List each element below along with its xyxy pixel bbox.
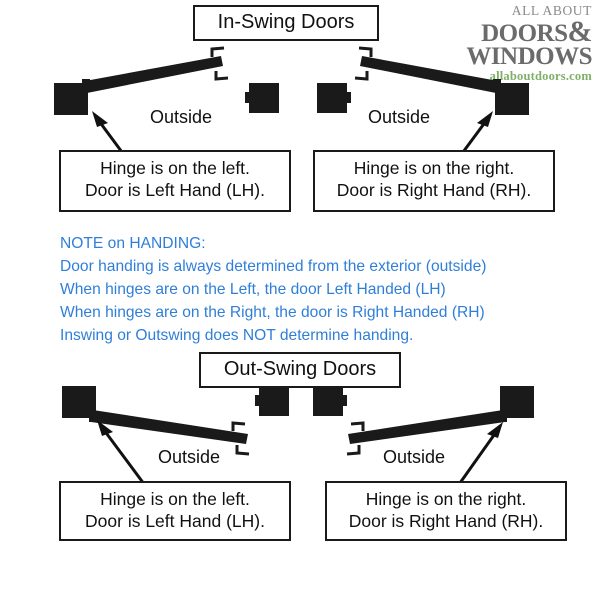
logo-website: allaboutdoors.com xyxy=(489,68,592,83)
caption-box-in-swing-right: Hinge is on the right. Door is Right Han… xyxy=(313,150,555,212)
caption-line-1: Hinge is on the left. xyxy=(100,489,250,509)
note-line-3: When hinges are on the Right, the door i… xyxy=(60,303,485,321)
strike-jamb-block-right xyxy=(313,386,343,416)
strike-jamb-block-left xyxy=(249,83,279,113)
strike-notch-right xyxy=(346,92,351,103)
hinge-pivot-left xyxy=(82,79,90,87)
in-swing-right-door xyxy=(354,46,529,115)
note-line-4: Inswing or Outswing does NOT determine h… xyxy=(60,326,414,344)
hinge-pivot-right xyxy=(493,79,501,87)
out-swing-right-door xyxy=(346,386,534,456)
logo-line-windows: WINDOWS xyxy=(466,42,592,70)
hinge-jamb-block-left xyxy=(54,83,88,115)
caption-line-2: Door is Left Hand (LH). xyxy=(85,511,265,532)
note-line-1: Door handing is always determined from t… xyxy=(60,257,487,275)
strike-jamb-blocks-in-swing xyxy=(245,83,351,113)
logo-line-all-about: ALL ABOUT xyxy=(511,3,592,18)
in-swing-left-door xyxy=(54,46,229,115)
out-swing-right-arrow xyxy=(453,422,503,491)
caption-line-2: Door is Right Hand (RH). xyxy=(336,180,532,201)
outside-label-in-swing-right: Outside xyxy=(368,107,431,127)
door-handle-left xyxy=(210,46,229,81)
out-swing-door-graphics xyxy=(62,386,534,491)
hinge-pivot-right xyxy=(499,414,507,422)
strike-notch-right xyxy=(342,395,347,406)
brand-logo: ALL ABOUT DOORS& WINDOWS allaboutdoors.c… xyxy=(442,4,592,82)
hinge-jamb-block-right xyxy=(500,386,534,418)
ampersand-glyph: & xyxy=(567,14,593,48)
caption-line-1: Hinge is on the right. xyxy=(365,489,527,509)
door-handle-right xyxy=(354,46,373,81)
strike-jamb-block-left xyxy=(259,386,289,416)
caption-line-1: Hinge is on the right. xyxy=(353,158,515,178)
door-panel-left xyxy=(91,410,248,444)
caption-box-out-swing-left: Hinge is on the left. Door is Left Hand … xyxy=(59,481,291,541)
caption-box-out-swing-right: Hinge is on the right. Door is Right Han… xyxy=(325,481,567,541)
door-handle-left xyxy=(231,421,250,456)
handing-note-block: NOTE on HANDING: Door handing is always … xyxy=(60,233,486,348)
caption-line-2: Door is Left Hand (LH). xyxy=(85,180,265,201)
section-title-out-swing: Out-Swing Doors xyxy=(199,352,401,388)
caption-box-in-swing-left: Hinge is on the left. Door is Left Hand … xyxy=(59,150,291,212)
door-handle-right xyxy=(346,421,365,456)
door-panel-left xyxy=(85,56,223,93)
hinge-jamb-block-left xyxy=(62,386,96,418)
outside-label-in-swing-left: Outside xyxy=(150,107,213,127)
section-title-in-swing: In-Swing Doors xyxy=(193,5,379,41)
hinge-pivot-left xyxy=(89,414,97,422)
out-swing-left-arrow xyxy=(97,420,149,489)
note-heading: NOTE on HANDING: xyxy=(60,235,206,252)
door-panel-right xyxy=(360,56,498,93)
door-panel-right xyxy=(348,410,505,444)
hinge-jamb-block-right xyxy=(495,83,529,115)
note-line-2: When hinges are on the Left, the door Le… xyxy=(60,280,446,298)
in-swing-door-graphics xyxy=(54,46,529,191)
strike-notch-left xyxy=(245,92,250,103)
outside-label-out-swing-right: Outside xyxy=(383,447,446,467)
caption-line-1: Hinge is on the left. xyxy=(100,158,250,178)
out-swing-left-door xyxy=(62,386,250,456)
strike-jamb-block-right xyxy=(317,83,347,113)
logo-line-doors: DOORS& xyxy=(481,14,593,48)
strike-notch-left xyxy=(255,395,260,406)
strike-jamb-blocks-out-swing xyxy=(255,386,347,416)
caption-line-2: Door is Right Hand (RH). xyxy=(348,511,544,532)
outside-label-out-swing-left: Outside xyxy=(158,447,221,467)
